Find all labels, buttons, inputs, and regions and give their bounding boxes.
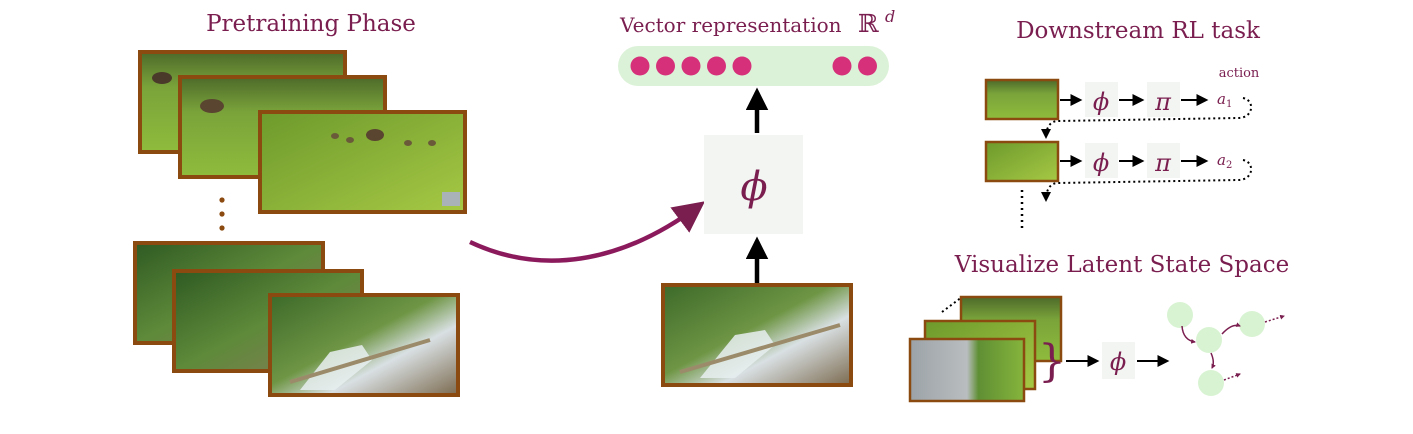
rl-frame-2 [984, 140, 1060, 183]
vector-dot [656, 56, 675, 76]
downstream-title: Downstream RL task [1016, 18, 1261, 44]
vector-dots [630, 56, 877, 76]
ellipsis-dots [219, 197, 225, 231]
vector-dot [630, 56, 650, 76]
sign-icon [442, 192, 460, 206]
vector-dot [858, 56, 877, 76]
gosling-icon [428, 140, 436, 146]
gosling-icon [404, 140, 412, 146]
rl-encoder-symbol-1: ϕ [1093, 88, 1109, 116]
latent-edge [1210, 352, 1216, 369]
log-icon [289, 338, 431, 384]
latent-edge [1223, 373, 1241, 381]
latent-edge [1264, 314, 1285, 323]
goose-frame-3 [258, 110, 467, 214]
pretraining-title: Pretraining Phase [206, 11, 416, 37]
vector-space-superscript: d [885, 7, 895, 26]
rl-policy-symbol-1: π [1154, 88, 1172, 116]
log-icon [679, 323, 841, 374]
forest-image-stack [133, 241, 460, 397]
rl-policy-box-1 [1147, 82, 1180, 117]
goose-icon [366, 129, 384, 141]
goose-icon [200, 99, 224, 113]
vector-dot [707, 56, 726, 76]
rl-frame-1 [984, 78, 1060, 121]
vector-space-symbol: ℝ [858, 9, 879, 38]
vector-bar [618, 46, 889, 86]
action-label: action [1219, 66, 1260, 81]
rl-policy-box-2 [1147, 143, 1180, 178]
goose-image-stack [138, 50, 467, 214]
latent-graph [1167, 302, 1285, 396]
encoder-symbol: ϕ [740, 164, 767, 210]
latent-node [1167, 302, 1193, 328]
gosling-icon [331, 133, 339, 139]
vector-dot [732, 56, 752, 76]
latent-edge [1221, 322, 1241, 335]
action-2: a2 [1217, 151, 1232, 171]
latent-encoder-symbol: ϕ [1110, 348, 1126, 376]
latent-node [1198, 370, 1224, 396]
latent-node [1239, 311, 1265, 337]
rl-encoder-symbol-2: ϕ [1093, 149, 1109, 177]
gosling-icon [346, 137, 354, 143]
latent-edge [1181, 325, 1196, 344]
stack-dotted-edge [941, 296, 963, 313]
svg-text:Vector representation ℝ: Vector representation ℝ d [619, 7, 895, 38]
latent-node [1196, 327, 1222, 353]
vector-dot [681, 56, 701, 76]
grouping-brace: } [1038, 336, 1066, 387]
goose-icon [152, 72, 172, 84]
vector-dot [832, 56, 852, 76]
rl-encoder-box-2 [1085, 143, 1118, 178]
loop-connector-1 [1041, 97, 1252, 139]
latent-frame-3 [908, 337, 1026, 403]
latent-encoder-box [1102, 342, 1135, 379]
latent-image-stack [908, 295, 1063, 403]
encoder-box [704, 135, 803, 234]
vector-title-text: Vector representation [619, 13, 842, 37]
rl-policy-symbol-2: π [1154, 149, 1172, 177]
visualize-title: Visualize Latent State Space [954, 252, 1289, 278]
action-1: a1 [1217, 90, 1232, 110]
rl-encoder-box-1 [1085, 82, 1118, 117]
vector-title: Vector representation ℝ d [619, 7, 895, 38]
pretrain-to-encoder-arrow [469, 201, 706, 263]
